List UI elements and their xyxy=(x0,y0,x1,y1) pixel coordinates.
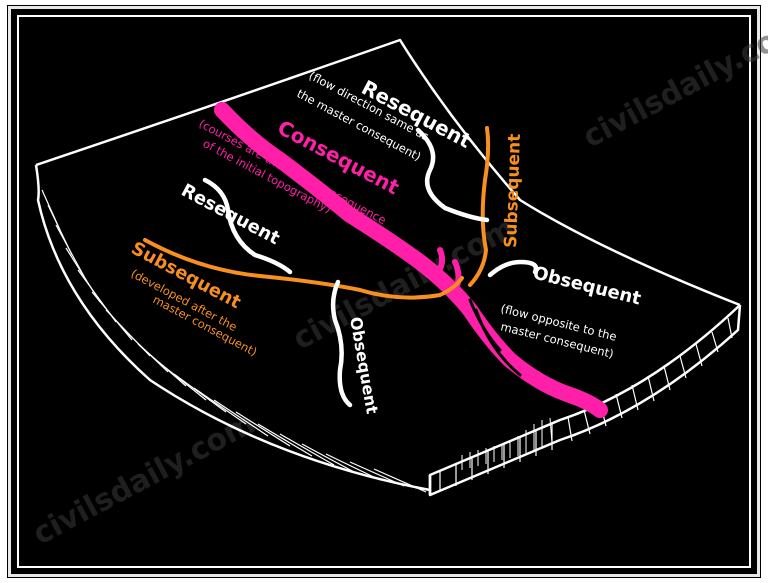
block-top-surface xyxy=(35,38,741,307)
landform-block xyxy=(34,38,742,497)
watermark: civilsdaily.com xyxy=(577,9,768,155)
diagram-frame xyxy=(7,5,761,578)
valley-mouth-hatching xyxy=(461,417,553,470)
consequent-stream xyxy=(214,102,608,418)
label-obsequent-center: Obsequent xyxy=(346,315,382,415)
resequent-stream-left xyxy=(202,177,293,275)
diagram-inner-border xyxy=(17,15,751,568)
label-obsequent-right: Obsequent xyxy=(531,262,644,309)
watermark: civilsdaily.com xyxy=(27,406,261,552)
label-subsequent-right: Subsequent xyxy=(501,133,525,248)
right-cliff-hatching xyxy=(439,317,733,491)
resequent-stream-top xyxy=(415,127,490,223)
obsequent-stream-right xyxy=(487,259,539,278)
label-resequent-left: Resequent xyxy=(178,180,284,250)
resequent-streams xyxy=(202,127,490,275)
label-subsequent-left-desc-2: master consequent) xyxy=(151,292,260,359)
obsequent-stream-center xyxy=(330,279,353,408)
obsequent-streams xyxy=(330,259,539,408)
subsequent-stream-left xyxy=(143,238,464,300)
left-cliff-hatching xyxy=(41,189,427,493)
block-left-side xyxy=(34,164,431,492)
